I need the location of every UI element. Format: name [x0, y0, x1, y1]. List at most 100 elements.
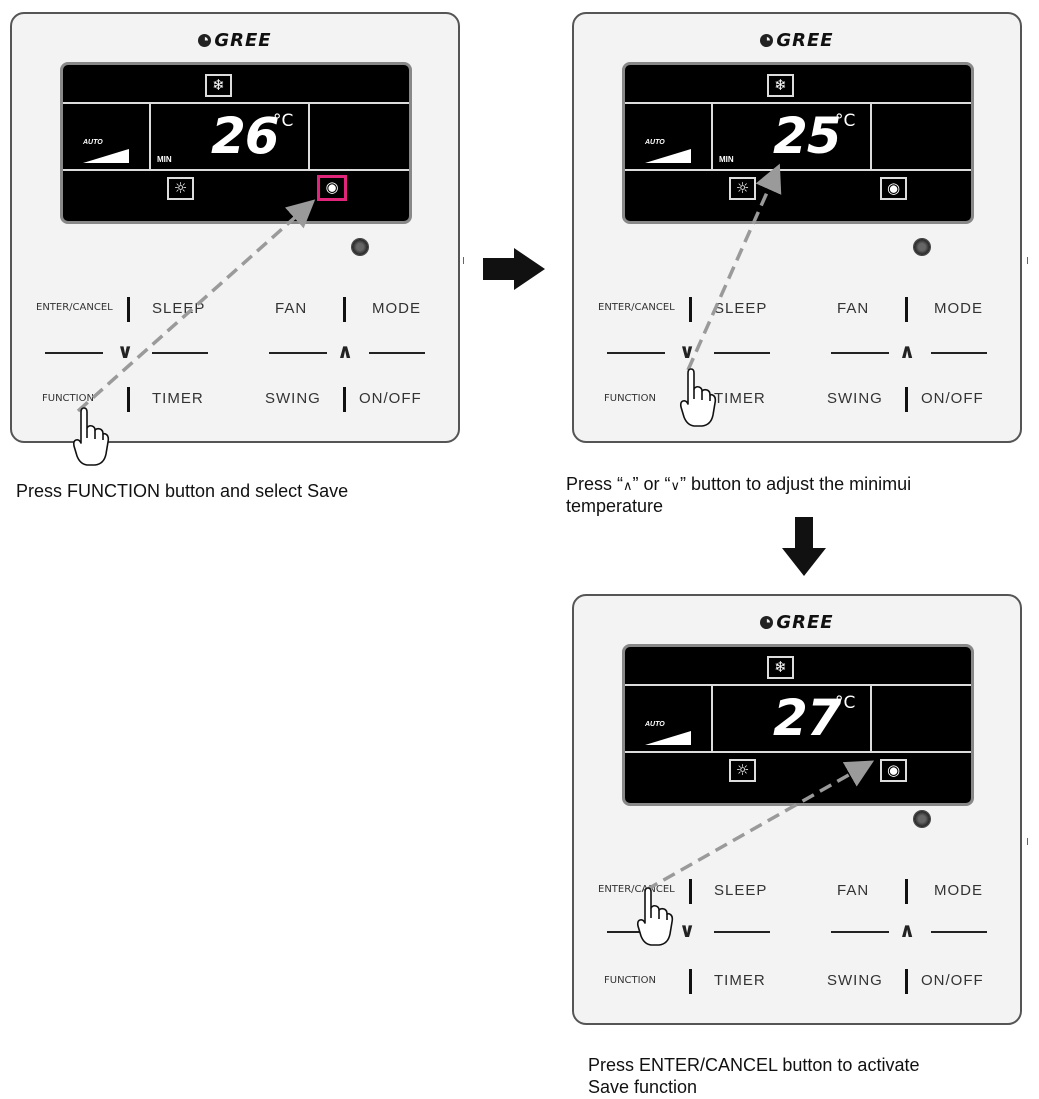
- lcd-divider: [870, 684, 872, 751]
- divider-line: [831, 352, 889, 354]
- fan-button[interactable]: FAN: [837, 300, 870, 317]
- controller-panel-2: GREE ❄ AUTO MIN 25 °C ☼ ◉ ENTER/CANCEL S…: [572, 12, 1022, 443]
- temperature-unit: °C: [835, 111, 856, 131]
- lcd-divider: [711, 684, 713, 751]
- divider-line: [931, 931, 987, 933]
- cool-mode-snowflake-icon: ❄: [767, 74, 794, 97]
- up-button[interactable]: ∧: [899, 918, 916, 942]
- on-off-button[interactable]: ON/OFF: [921, 390, 984, 407]
- lcd-divider: [625, 751, 971, 753]
- min-label: MIN: [157, 155, 172, 164]
- lcd-divider: [625, 684, 971, 686]
- divider-line: [152, 352, 208, 354]
- enter-cancel-button[interactable]: ENTER/CANCEL: [36, 302, 113, 313]
- step3-caption-line1: Press ENTER/CANCEL button to activate: [588, 1055, 920, 1075]
- save-function-icon: ◉: [880, 759, 907, 782]
- sensor-icon: [914, 239, 930, 255]
- button-separator: [905, 969, 908, 994]
- sleep-button[interactable]: SLEEP: [152, 300, 206, 317]
- cool-mode-snowflake-icon: ❄: [767, 656, 794, 679]
- min-label: MIN: [719, 155, 734, 164]
- fan-auto-label: AUTO: [83, 139, 103, 146]
- step1-caption: Press FUNCTION button and select Save: [16, 481, 349, 501]
- timer-button[interactable]: TIMER: [714, 390, 766, 407]
- button-separator: [343, 297, 346, 322]
- edge-mark: [1027, 257, 1028, 264]
- divider-line: [831, 931, 889, 933]
- gree-leaf-icon: [198, 34, 212, 47]
- divider-line: [369, 352, 425, 354]
- up-button[interactable]: ∧: [337, 339, 354, 363]
- lcd-divider: [711, 102, 713, 169]
- controller-panel-1: GREE ❄ AUTO MIN 26 °C ☼ ◉ ENTER/CANCEL S…: [10, 12, 460, 443]
- temperature-value: 26: [211, 107, 280, 165]
- temperature-value: 27: [773, 689, 842, 747]
- swing-button[interactable]: SWING: [265, 390, 321, 407]
- gree-leaf-icon: [760, 34, 774, 47]
- button-separator: [689, 387, 692, 412]
- cool-mode-snowflake-icon: ❄: [205, 74, 232, 97]
- save-function-icon: ◉: [317, 175, 347, 201]
- down-button[interactable]: ∨: [117, 339, 134, 363]
- gree-logo: GREE: [12, 30, 458, 51]
- flow-arrow-down: [782, 517, 826, 576]
- sun-light-icon: ☼: [729, 177, 756, 200]
- lcd-divider: [63, 102, 409, 104]
- enter-cancel-button[interactable]: ENTER/CANCEL: [598, 884, 675, 895]
- lcd-divider: [308, 102, 310, 169]
- lcd-divider: [625, 102, 971, 104]
- flow-arrow-right: [483, 248, 545, 290]
- swing-button[interactable]: SWING: [827, 972, 883, 989]
- fan-button[interactable]: FAN: [275, 300, 308, 317]
- lcd-divider: [625, 169, 971, 171]
- enter-cancel-button[interactable]: ENTER/CANCEL: [598, 302, 675, 313]
- fan-button[interactable]: FAN: [837, 882, 870, 899]
- sun-light-icon: ☼: [729, 759, 756, 782]
- on-off-button[interactable]: ON/OFF: [359, 390, 422, 407]
- up-button[interactable]: ∧: [899, 339, 916, 363]
- fan-speed-ramp-icon: [645, 149, 691, 163]
- up-arrow-glyph: ∧: [623, 478, 633, 493]
- mode-button[interactable]: MODE: [934, 882, 983, 899]
- down-button[interactable]: ∨: [679, 339, 696, 363]
- sleep-button[interactable]: SLEEP: [714, 300, 768, 317]
- sun-light-icon: ☼: [167, 177, 194, 200]
- button-separator: [905, 387, 908, 412]
- button-separator: [127, 297, 130, 322]
- temperature-unit: °C: [835, 693, 856, 713]
- button-separator: [905, 879, 908, 904]
- fan-speed-ramp-icon: [83, 149, 129, 163]
- lcd-display: ❄ AUTO MIN 25 °C ☼ ◉: [622, 62, 974, 224]
- button-separator: [689, 879, 692, 904]
- lcd-display: ❄ AUTO MIN 26 °C ☼ ◉: [60, 62, 412, 224]
- lcd-display: ❄ AUTO 27 °C ☼ ◉: [622, 644, 974, 806]
- divider-line: [714, 931, 770, 933]
- button-separator: [905, 297, 908, 322]
- function-button[interactable]: FUNCTION: [604, 393, 656, 404]
- controller-panel-3: GREE ❄ AUTO 27 °C ☼ ◉ ENTER/CANCEL SLEEP…: [572, 594, 1022, 1025]
- lcd-divider: [149, 102, 151, 169]
- down-button[interactable]: ∨: [679, 918, 696, 942]
- temperature-value: 25: [773, 107, 842, 165]
- save-function-icon: ◉: [880, 177, 907, 200]
- divider-line: [931, 352, 987, 354]
- mode-button[interactable]: MODE: [934, 300, 983, 317]
- button-separator: [689, 969, 692, 994]
- fan-speed-ramp-icon: [645, 731, 691, 745]
- function-button[interactable]: FUNCTION: [604, 975, 656, 986]
- edge-mark: [1027, 838, 1028, 845]
- lcd-divider: [63, 169, 409, 171]
- on-off-button[interactable]: ON/OFF: [921, 972, 984, 989]
- mode-button[interactable]: MODE: [372, 300, 421, 317]
- swing-button[interactable]: SWING: [827, 390, 883, 407]
- button-separator: [689, 297, 692, 322]
- timer-button[interactable]: TIMER: [714, 972, 766, 989]
- timer-button[interactable]: TIMER: [152, 390, 204, 407]
- temperature-unit: °C: [273, 111, 294, 131]
- fan-auto-label: AUTO: [645, 721, 665, 728]
- button-separator: [127, 387, 130, 412]
- sleep-button[interactable]: SLEEP: [714, 882, 768, 899]
- gree-leaf-icon: [760, 616, 774, 629]
- function-button[interactable]: FUNCTION: [42, 393, 94, 404]
- step2-caption-line2: temperature: [566, 496, 664, 516]
